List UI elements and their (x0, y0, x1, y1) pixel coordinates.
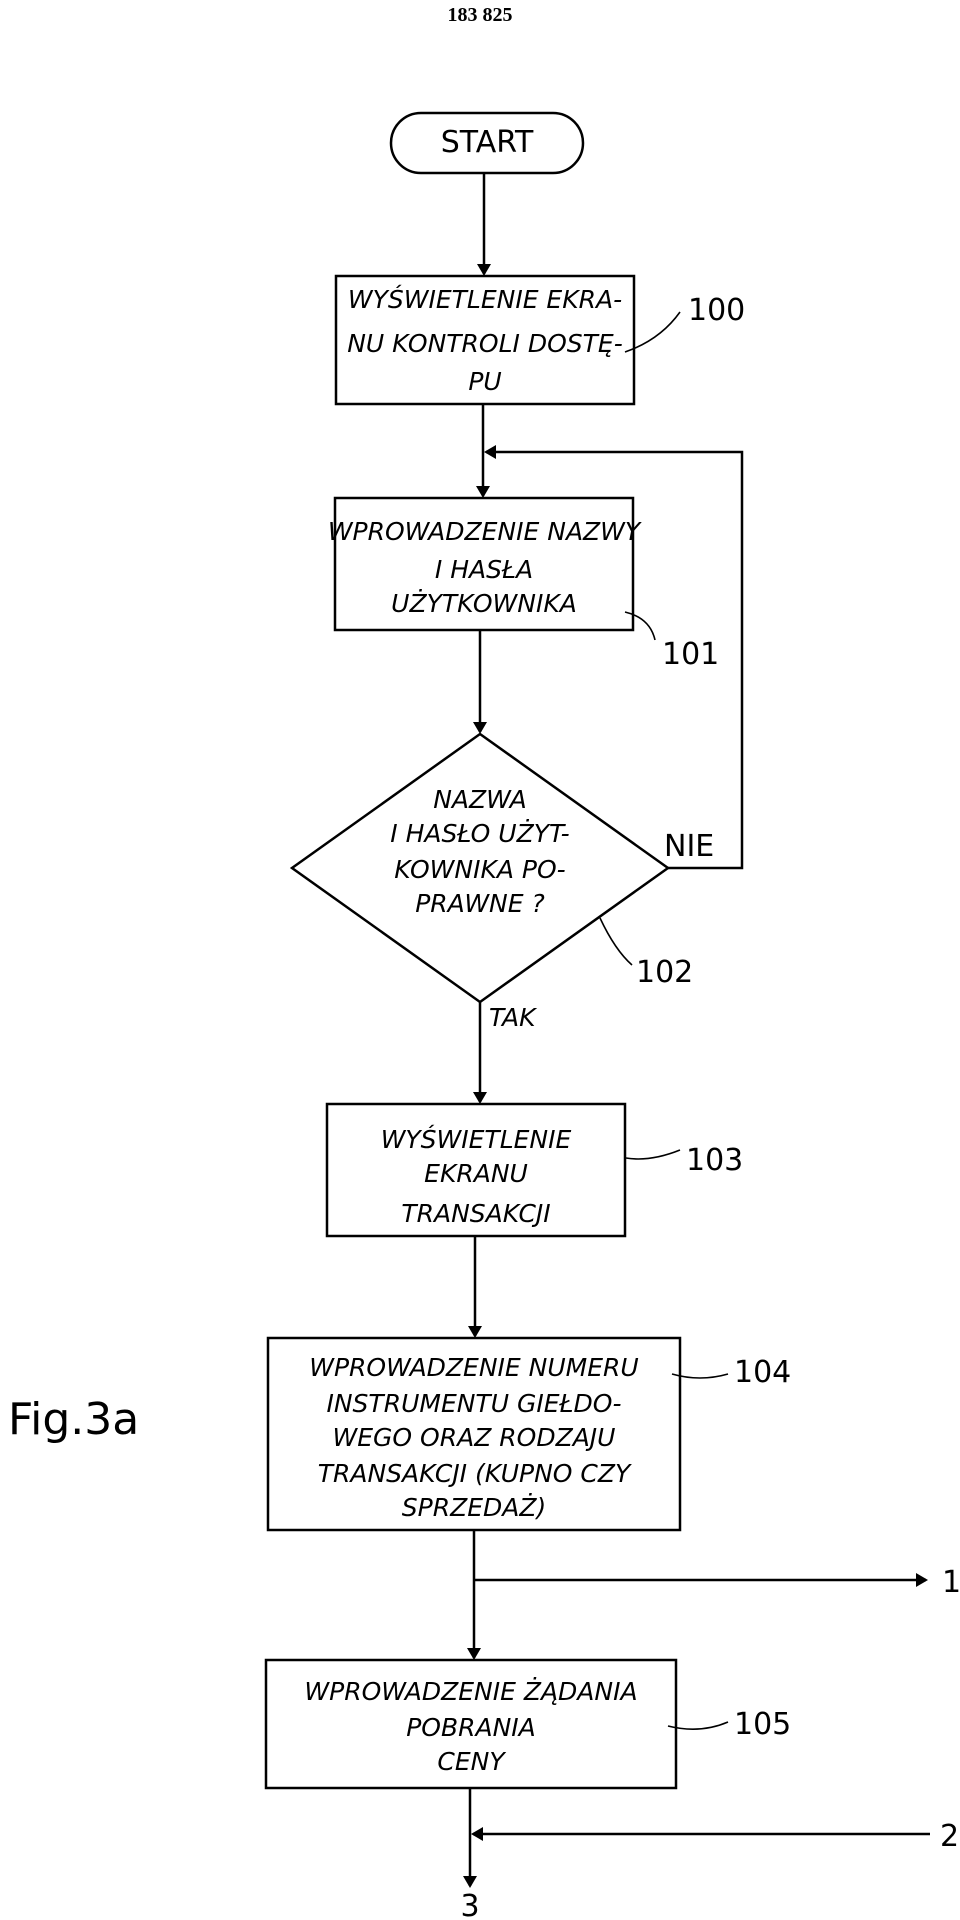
process-box-101 (333, 496, 635, 632)
step-104-line-1: WPROWADZENIE NUMERU (309, 1353, 638, 1382)
ref-leader-105 (667, 1721, 729, 1730)
step-104-line-5: SPRZEDAŻ) (402, 1493, 546, 1522)
step-103-line-1: WYŚWIETLENIE (381, 1124, 572, 1154)
ref-leader-101 (624, 611, 656, 641)
step-102-line-2: I HASŁO UŻYT- (390, 819, 569, 848)
ref-103: 103 (686, 1143, 743, 1178)
ref-105: 105 (734, 1707, 791, 1742)
step-101-line-1: WPROWADZENIE NAZWY (328, 517, 642, 546)
start-terminal (389, 111, 585, 175)
ref-leader-100 (624, 311, 681, 353)
ref-leader-103 (625, 1149, 681, 1160)
ref-104: 104 (734, 1355, 791, 1390)
step-105-line-3: CENY (437, 1747, 506, 1776)
ref-101: 101 (662, 637, 719, 672)
step-102-line-3: KOWNIKA PO- (394, 855, 565, 884)
page-number: 183 825 (447, 4, 513, 26)
figure-label: Fig.3a (8, 1394, 140, 1445)
step-100-line-3: PU (468, 367, 501, 396)
step-102-line-1: NAZWA (433, 785, 527, 814)
connector-1-label: 1 (942, 1565, 960, 1600)
decision-yes-label: TAK (489, 1003, 538, 1032)
ref-100: 100 (688, 293, 745, 328)
connector-2-label: 2 (940, 1819, 959, 1854)
step-103-line-3: TRANSAKCJI (401, 1199, 550, 1228)
step-104-line-3: WEGO ORAZ RODZAJU (333, 1423, 616, 1452)
ref-leader-102 (599, 917, 633, 966)
step-104-line-2: INSTRUMENTU GIEŁDO- (326, 1389, 621, 1418)
step-104-line-4: TRANSAKCJI (KUPNO CZY (318, 1459, 632, 1488)
ref-102: 102 (636, 955, 693, 990)
step-101-line-3: UŻYTKOWNIKA (391, 589, 577, 618)
step-105-line-2: POBRANIA (406, 1713, 536, 1742)
step-100-line-2: NU KONTROLI DOSTĘ- (347, 329, 623, 358)
start-label: START (441, 125, 534, 160)
step-100-line-1: WYŚWIETLENIE EKRA- (348, 284, 622, 314)
step-101-line-2: I HASŁA (435, 555, 533, 584)
connector-3-label: 3 (460, 1889, 479, 1920)
step-102-line-4: PRAWNE ? (415, 889, 545, 918)
process-box-100 (334, 274, 636, 406)
step-103-line-2: EKRANU (424, 1159, 528, 1188)
ref-leader-104 (671, 1373, 729, 1379)
step-105-line-1: WPROWADZENIE ŻĄDANIA (304, 1677, 637, 1706)
loop-no-branch (484, 445, 744, 870)
decision-no-label: NIE (664, 829, 714, 864)
